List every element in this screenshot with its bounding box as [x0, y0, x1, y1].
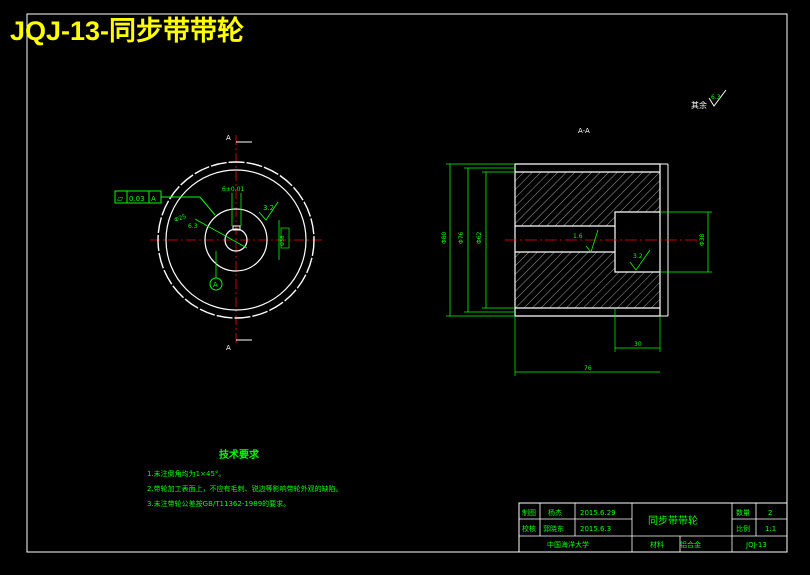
dim-overall-length: 76 [584, 365, 592, 372]
pulley-outer-circle [157, 161, 315, 319]
section-marker-top: A [226, 134, 231, 142]
tb-material: 铝合金 [680, 540, 701, 549]
tech-heading: 技术要求 [219, 448, 260, 461]
hatch-top-right [615, 172, 660, 212]
title-block: 制图 杨杰 2015.6.29 校核 郭晓东 2015.6.3 同步带带轮 数量… [518, 502, 788, 553]
surface-note: 其余 6.3 [691, 89, 727, 110]
flatness-frame: ⏥ 0.03 A [114, 190, 216, 216]
bore-outline [515, 211, 660, 273]
section-counterbore-roughness: 3.2 [633, 253, 643, 260]
hatch-bottom-left [515, 252, 615, 308]
tb-qty: 2 [768, 509, 772, 517]
dim-counterbore: Φ38 [699, 233, 706, 246]
surface-note-label: 其余 [691, 100, 707, 110]
tb-drawn-label: 制图 [522, 508, 536, 517]
tech-item-2: 2.带轮加工表面上，不应有毛刺、锐边等影响带轮外观的缺陷。 [147, 484, 343, 493]
tb-part-name: 同步带带轮 [648, 514, 698, 527]
roughness-symbol [708, 89, 727, 107]
flatness-datum: A [151, 195, 156, 203]
section-title: A-A [578, 127, 590, 135]
dim-pitch-diameter: Φ76 [458, 231, 465, 244]
tb-drawn-date: 2015.6.29 [580, 509, 616, 517]
tb-scale: 1:1 [765, 525, 776, 533]
tb-scale-label: 比例 [736, 524, 750, 533]
surface-note-roughness: 6.3 [711, 94, 721, 101]
section-view: A-A Φ80 Φ76 Φ62 Φ38 1.6 [441, 127, 712, 376]
hatch-top-left [515, 172, 615, 226]
flatness-value: 0.03 [129, 195, 145, 203]
dim-step-length: 30 [634, 341, 642, 348]
tb-checked-date: 2015.6.3 [580, 525, 611, 533]
tech-item-1: 1.未注倒角均为1×45°。 [147, 469, 225, 478]
bore-dimension: Φ25 [173, 213, 187, 224]
pulley-bore-circle [224, 228, 248, 252]
datum-label: A [213, 281, 218, 289]
keyway [232, 225, 241, 231]
tb-checked-by: 郭晓东 [543, 524, 564, 533]
tb-school: 中国海洋大学 [547, 540, 589, 549]
drawing-title: JQJ-13-同步带带轮 [10, 16, 244, 46]
front-view: A A ⏥ 0.03 A 6±0.01 3.2 Φ25 6.3 [114, 134, 322, 352]
tb-drawing-no: JQJ-13 [745, 541, 767, 549]
bore-roughness: 6.3 [188, 223, 198, 230]
keyway-roughness-symbol [258, 201, 279, 221]
tb-material-label: 材料 [650, 540, 664, 549]
keyway-dimension: 6±0.01 [222, 186, 244, 193]
section-marker-bottom: A [226, 344, 231, 352]
section-bore-roughness: 1.6 [573, 233, 583, 240]
dim-outer-diameter: Φ80 [441, 231, 448, 244]
hatch-bottom-right [615, 272, 660, 308]
pulley-hub-circle [204, 208, 268, 272]
keyway-roughness: 3.2 [263, 204, 274, 212]
tb-qty-label: 数量 [736, 508, 750, 517]
drawing-frame [26, 13, 788, 553]
tech-requirements: 技术要求 1.未注倒角均为1×45°。 2.带轮加工表面上，不应有毛刺、锐边等影… [147, 448, 343, 508]
hub-dimension: Φ38 [280, 236, 286, 246]
dim-inner-diameter: Φ62 [476, 231, 483, 244]
tb-drawn-by: 杨杰 [548, 508, 562, 517]
pulley-tooth-circle [165, 169, 307, 311]
tech-item-3: 3.未注带轮公差按GB/T11362-1989的要求。 [147, 499, 290, 508]
flatness-symbol: ⏥ [117, 194, 124, 203]
tb-checked-label: 校核 [522, 524, 536, 533]
